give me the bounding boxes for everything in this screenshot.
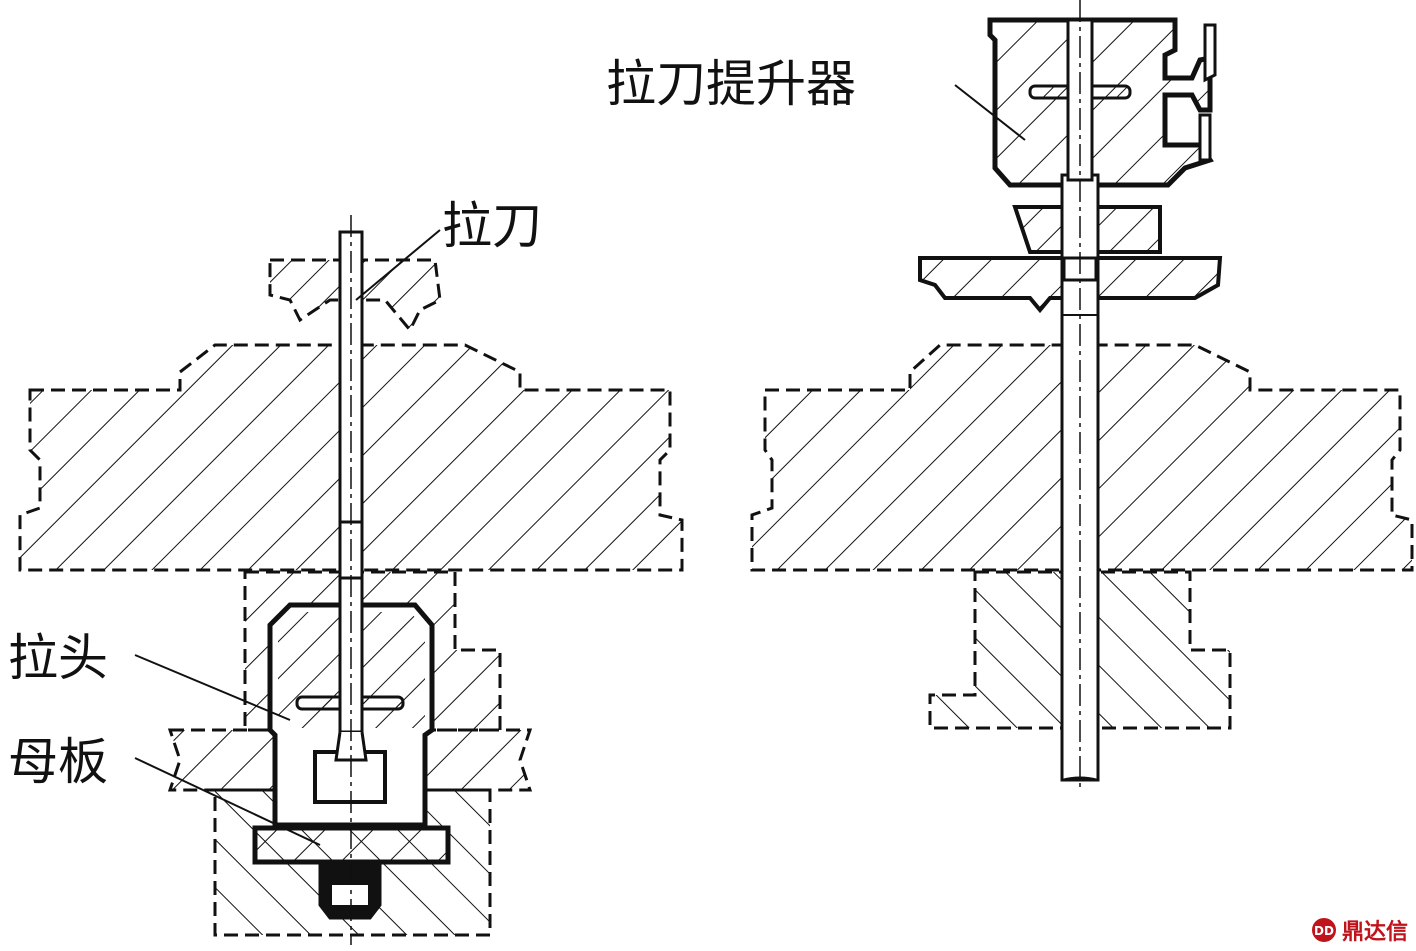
broach-label: 拉刀 <box>442 197 542 255</box>
lifter-leader-line <box>954 84 1026 141</box>
broach-leader-line <box>355 229 441 301</box>
mother-board-label: 母板 <box>8 733 108 791</box>
watermark-logo-icon: DD <box>1312 918 1336 942</box>
svg-text:DD: DD <box>1314 924 1334 938</box>
right-lifter-clamp <box>1198 23 1217 162</box>
watermark-text: 鼎达信 <box>1342 920 1409 945</box>
puller-head-label: 拉头 <box>8 629 108 687</box>
left-assembly <box>18 215 684 945</box>
broach-lifter-label: 拉刀提升器 <box>606 55 856 113</box>
watermark: DD 鼎达信 <box>1310 912 1408 948</box>
right-broach-lifter <box>987 17 1214 188</box>
right-assembly <box>750 0 1414 790</box>
motherboard-leader-line <box>134 757 321 846</box>
puller-leader-line <box>134 654 291 721</box>
